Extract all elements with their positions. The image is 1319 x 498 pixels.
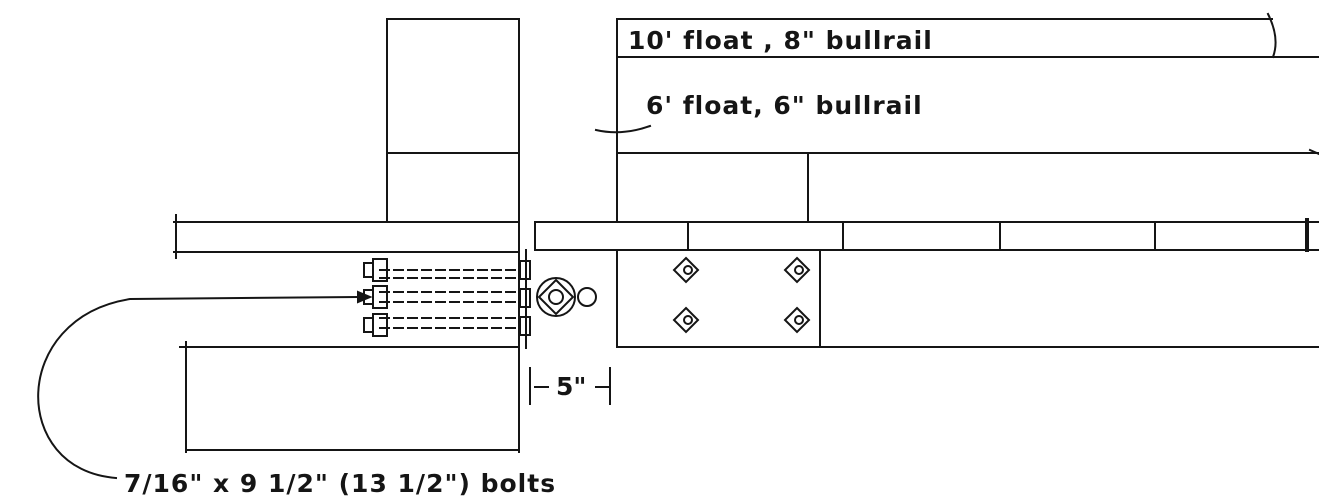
connector-block — [518, 18, 1319, 453]
gap-dimension-label: 5" — [556, 372, 587, 401]
left-float-upper — [386, 18, 520, 223]
anchor-bolts — [672, 256, 811, 334]
float-10-label: 10' float , 8" bullrail — [628, 26, 933, 55]
left-bullrail — [173, 214, 520, 259]
bolts-label: 7/16" x 9 1/2" (13 1/2") bolts — [124, 469, 557, 498]
float-6-label: 6' float, 6" bullrail — [646, 91, 923, 120]
dimension-5in — [529, 367, 611, 405]
label-leader — [594, 124, 652, 134]
right-bullrail — [534, 218, 1319, 252]
left-float-lower — [179, 341, 520, 453]
bolts-leader — [37, 290, 373, 480]
bolt-assembly — [363, 258, 531, 337]
right-float — [616, 12, 1319, 223]
hinge-ring — [536, 277, 597, 317]
